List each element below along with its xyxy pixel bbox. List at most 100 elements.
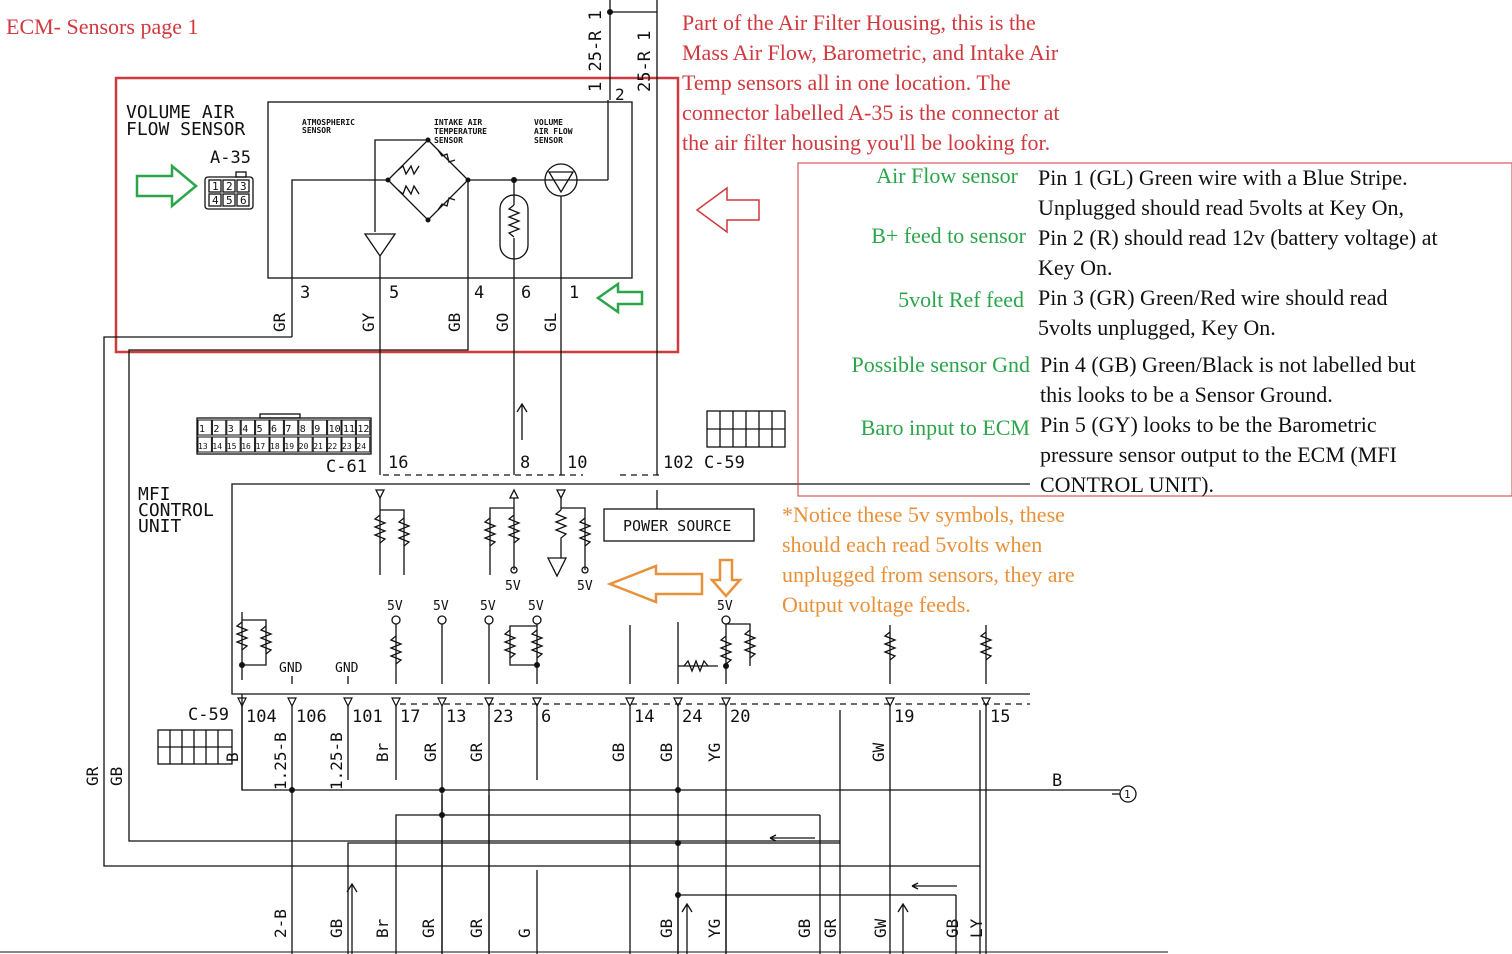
- ecu-bottom-pin-label: 15: [990, 707, 1010, 727]
- ecu-bottom-pin-label: 6: [541, 707, 551, 727]
- connector-a35-face: 1 2 3 4 5 6: [204, 171, 254, 210]
- gnd-label: GND: [335, 661, 359, 676]
- c61-pin-num: 17: [256, 442, 266, 451]
- top-note-line: connector labelled A-35 is the connector…: [682, 100, 1060, 125]
- legend-text: Key On.: [1038, 255, 1113, 280]
- top-wire-label: 1 25-R 1: [586, 10, 606, 92]
- gnd-label: GND: [279, 661, 303, 676]
- ecu-bottom-pin-label: 23: [493, 707, 513, 727]
- c61-pin-num: 19: [284, 442, 294, 451]
- pin-6-label: 6: [521, 283, 531, 303]
- c61-pin-num: 18: [270, 442, 280, 451]
- connector-c61-face: [196, 413, 372, 455]
- c61-pin-num: 6: [271, 424, 277, 435]
- ecu-title: MFI CONTROL UNIT: [138, 484, 214, 537]
- connector-id: A-35: [210, 148, 251, 168]
- harness-wire-label: GR: [419, 918, 438, 938]
- orange-arrow-icon: [709, 558, 743, 598]
- page-title: ECM- Sensors page 1: [6, 14, 198, 39]
- c61-pin-num: 7: [285, 424, 291, 435]
- ecu-title-line: CONTROL: [138, 500, 214, 521]
- c59-top-label: 102 C-59: [663, 453, 745, 473]
- harness-wire-label: GB: [657, 919, 676, 938]
- pin-num: 4: [212, 194, 219, 207]
- c61-pin-num: 14: [212, 442, 222, 451]
- ecu-bottom-pin-label: 104: [246, 707, 277, 727]
- legend-text: pressure sensor output to the ECM (MFI: [1040, 442, 1397, 467]
- top-note-line: Temp sensors all in one location. The: [682, 70, 1011, 95]
- sensor-label: INTAKE AIR: [434, 118, 482, 127]
- top-note-line: Mass Air Flow, Barometric, and Intake Ai…: [682, 40, 1059, 65]
- 5v-label: 5V: [480, 599, 496, 614]
- harness-wire-label: GW: [871, 918, 890, 938]
- harness-wire-label: GR: [467, 918, 486, 938]
- harness-wire-label: G: [515, 928, 534, 938]
- c61-pin-num: 3: [228, 424, 234, 435]
- ecu-bottom-pin-label: 101: [352, 707, 383, 727]
- ecu-bottom-pin-label: 19: [894, 707, 914, 727]
- pin-num: 3: [240, 180, 247, 193]
- c61-pin-num: 1: [199, 424, 205, 435]
- sensor-label: SENSOR: [434, 136, 463, 145]
- ecu-title-line: UNIT: [138, 516, 182, 537]
- legend-label: 5volt Ref feed: [898, 287, 1024, 312]
- pin-num: 5: [226, 194, 233, 207]
- wire-color-label: GO: [493, 313, 512, 332]
- harness-wire-label: LY: [967, 918, 986, 938]
- c61-pin-num: 13: [198, 442, 208, 451]
- 5v-label: 5V: [528, 599, 544, 614]
- intake-temp-sensor-label: INTAKE AIR TEMPERATURE SENSOR: [434, 118, 487, 145]
- c61-pin-num: 15: [227, 442, 237, 451]
- left-wire-label: GR: [83, 766, 102, 786]
- connector-c59-face: [706, 410, 786, 448]
- orange-note-line: Output voltage feeds.: [782, 592, 971, 617]
- bottom-wire-color: 1.25-B: [327, 732, 346, 790]
- 5v-label: 5V: [433, 599, 449, 614]
- c61-pin-num: 10: [329, 424, 341, 435]
- legend-text: this looks to be a Sensor Ground.: [1040, 382, 1333, 407]
- c61-pin-num: 8: [300, 424, 306, 435]
- ecu-bottom-pin-label: 106: [296, 707, 327, 727]
- amplifier-icon: [363, 233, 397, 258]
- sensor-title-line: FLOW SENSOR: [126, 119, 245, 140]
- legend-label: Air Flow sensor: [876, 163, 1018, 188]
- c61-pin-num: 22: [328, 442, 338, 451]
- sensor-label: SENSOR: [534, 136, 563, 145]
- sensor-highlight-box: [114, 76, 680, 354]
- wire-color-label: GR: [270, 312, 289, 332]
- legend-label: Baro input to ECM: [861, 415, 1030, 440]
- 5v-label: 5V: [387, 599, 403, 614]
- c61-pin-num: 4: [242, 424, 248, 435]
- legend-text: Unplugged should read 5volts at Key On,: [1038, 195, 1404, 220]
- orange-note: *Notice these 5v symbols, these should e…: [782, 502, 1075, 617]
- legend: Air Flow sensor Pin 1 (GL) Green wire wi…: [852, 163, 1438, 497]
- bottom-wire-color: GR: [467, 742, 486, 762]
- bottom-wire-color: GB: [657, 743, 676, 762]
- legend-text: Pin 1 (GL) Green wire with a Blue Stripe…: [1038, 165, 1408, 190]
- legend-text: Pin 2 (R) should read 12v (battery volta…: [1038, 225, 1438, 250]
- ground-wire-label: B: [1052, 771, 1062, 791]
- ecu-upper-circuit: [373, 488, 592, 578]
- ground-ref-number: 1: [1124, 788, 1131, 801]
- harness-wire-label: 2-B: [271, 909, 290, 938]
- ecu-bottom-pin-label: 13: [446, 707, 466, 727]
- bottom-wire-color: 1.25-B: [271, 732, 290, 790]
- orange-arrow-icon: [606, 564, 704, 604]
- harness-wire-label: Br: [373, 918, 392, 938]
- harness-wire-label: GB: [795, 919, 814, 938]
- pin-5-label: 5: [389, 283, 399, 303]
- harness-wire-label: GR: [821, 918, 840, 938]
- c61-pin-num: 2: [213, 424, 219, 435]
- pin-4-label: 4: [474, 283, 484, 303]
- orange-note-line: should each read 5volts when: [782, 532, 1042, 557]
- red-arrow-icon: [695, 186, 760, 234]
- ecu-bottom-pin-label: 20: [730, 707, 750, 727]
- c61-label: C-61: [326, 457, 367, 477]
- c61-pin-num: 21: [313, 442, 323, 451]
- power-source-box: [603, 508, 755, 542]
- ecu-bottom-pin-label: 17: [400, 707, 420, 727]
- bottom-wire-color: B: [223, 752, 242, 762]
- top-note-line: Part of the Air Filter Housing, this is …: [682, 10, 1036, 35]
- legend-text: Pin 3 (GR) Green/Red wire should read: [1038, 285, 1387, 310]
